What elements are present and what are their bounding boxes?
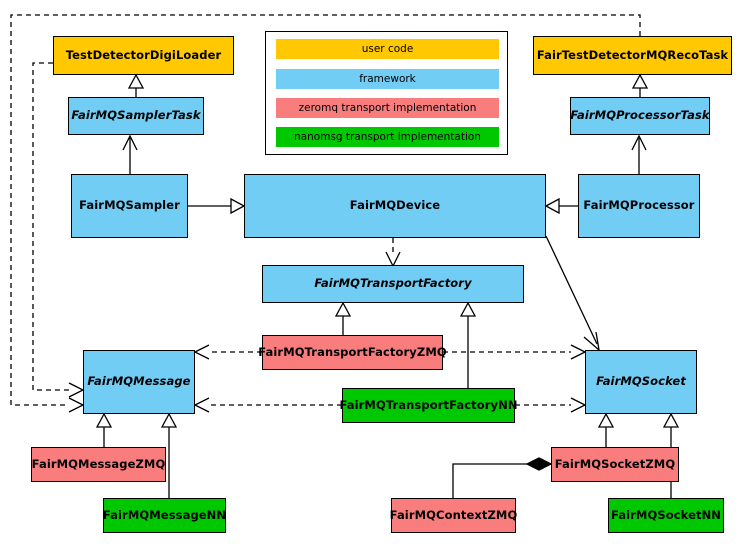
class-box-fair-mq-transport-factory-nn[interactable]: FairMQTransportFactoryNN <box>339 388 518 423</box>
class-label: FairMQMessage <box>87 374 191 389</box>
class-box-fair-mq-processor[interactable]: FairMQProcessor <box>578 174 700 238</box>
edge-socketzmq-to-socket <box>597 412 615 447</box>
class-label: TestDetectorDigiLoader <box>65 47 222 62</box>
legend-item-user-code: user code <box>276 39 499 59</box>
legend: user code framework zeromq transport imp… <box>265 31 508 155</box>
class-box-test-detector-digi-loader[interactable]: TestDetectorDigiLoader <box>53 36 234 75</box>
edge-samplertask-to-digiloader <box>127 73 145 97</box>
edge-sampler-to-samplertask <box>122 134 138 174</box>
edge-tfnn-to-transportfactory <box>459 301 477 388</box>
edge-contextzmq-to-socketzmq <box>452 457 553 498</box>
class-label: FairMQMessageZMQ <box>31 456 166 471</box>
class-box-fair-mq-message[interactable]: FairMQMessage <box>83 350 195 414</box>
legend-label: zeromq transport implementation <box>298 102 477 114</box>
class-label: FairMQTransportFactory <box>314 276 472 291</box>
edge-processor-to-device <box>544 197 578 215</box>
class-box-fair-mq-device[interactable]: FairMQDevice <box>244 174 546 238</box>
class-box-fair-test-detector-mq-reco-task[interactable]: FairTestDetectorMQRecoTask <box>533 36 732 75</box>
edge-tfnn-to-socket <box>515 397 587 413</box>
edge-messagezmq-to-message <box>95 412 113 447</box>
class-label: FairMQSampler <box>79 198 180 213</box>
edge-tfzmq-to-transportfactory <box>334 301 352 335</box>
legend-item-zeromq: zeromq transport implementation <box>276 98 499 118</box>
edge-processortask-to-recotask <box>631 73 649 97</box>
class-label: FairMQContextZMQ <box>389 507 518 522</box>
legend-label: nanomsg transport implementation <box>294 131 481 143</box>
class-label: FairMQSocket <box>596 374 686 389</box>
class-box-fair-mq-processor-task[interactable]: FairMQProcessorTask <box>570 97 710 135</box>
class-box-fair-mq-context-zmq[interactable]: FairMQContextZMQ <box>389 498 518 533</box>
edge-tfnn-to-message <box>193 397 342 413</box>
edge-tfzmq-to-socket <box>443 344 587 360</box>
class-label: FairMQSamplerTask <box>71 108 201 123</box>
class-label: FairMQSocketZMQ <box>554 456 676 471</box>
class-box-fair-mq-socket-nn[interactable]: FairMQSocketNN <box>608 498 724 533</box>
class-label: FairMQTransportFactoryNN <box>339 397 518 412</box>
class-box-fair-mq-sampler[interactable]: FairMQSampler <box>71 174 188 238</box>
edge-tfzmq-to-message <box>193 344 262 360</box>
class-box-fair-mq-transport-factory[interactable]: FairMQTransportFactory <box>262 265 524 303</box>
legend-item-nanomsg: nanomsg transport implementation <box>276 127 499 147</box>
class-label: FairMQSocketNN <box>610 507 722 522</box>
class-box-fair-mq-socket[interactable]: FairMQSocket <box>585 350 697 414</box>
legend-label: framework <box>359 73 416 85</box>
class-box-fair-mq-sampler-task[interactable]: FairMQSamplerTask <box>68 97 204 135</box>
class-box-fair-mq-transport-factory-zmq[interactable]: FairMQTransportFactoryZMQ <box>258 335 447 370</box>
edge-device-to-socket <box>545 235 600 352</box>
edge-processor-to-processortask <box>631 134 647 174</box>
class-label: FairMQProcessor <box>583 198 695 213</box>
class-label: FairMQDevice <box>349 198 441 213</box>
legend-label: user code <box>361 43 414 55</box>
class-box-fair-mq-message-zmq[interactable]: FairMQMessageZMQ <box>31 447 166 482</box>
legend-item-framework: framework <box>276 69 499 89</box>
edge-sampler-to-device <box>188 197 246 215</box>
class-label: FairMQProcessorTask <box>570 108 710 123</box>
class-label: FairMQMessageNN <box>102 507 227 522</box>
class-box-fair-mq-message-nn[interactable]: FairMQMessageNN <box>103 498 226 533</box>
class-label: FairTestDetectorMQRecoTask <box>536 47 729 62</box>
edge-device-to-transportfactory <box>385 238 401 268</box>
class-label: FairMQTransportFactoryZMQ <box>258 344 447 359</box>
class-box-fair-mq-socket-zmq[interactable]: FairMQSocketZMQ <box>551 447 679 482</box>
